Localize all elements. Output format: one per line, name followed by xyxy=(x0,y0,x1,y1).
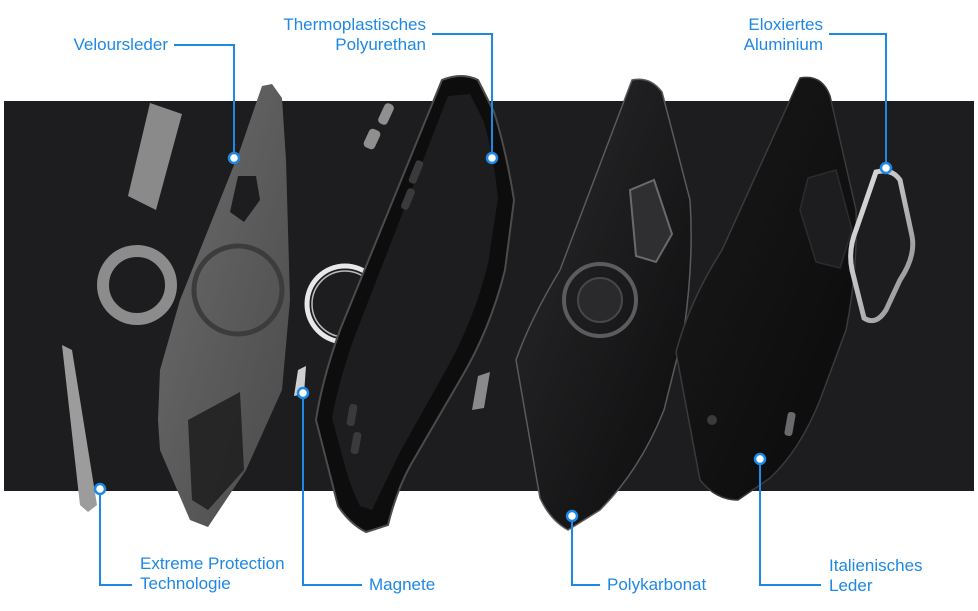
leather-side-button xyxy=(784,411,796,437)
tpu-bumper-opening xyxy=(332,94,498,510)
label-polykarbonat-text: Polykarbonat xyxy=(607,575,707,594)
callout-dot-leder xyxy=(753,452,767,466)
callout-line-aluminium xyxy=(829,33,887,168)
label-magnete-text: Magnete xyxy=(369,575,436,594)
label-tpu: Thermoplastisches Polyurethan xyxy=(250,15,426,55)
leather-camera-cutout xyxy=(799,169,853,269)
aluminium-camera-ring xyxy=(848,168,916,324)
callout-line-magnete xyxy=(302,393,362,586)
bumper-button-cutout-1 xyxy=(408,160,424,184)
callout-dot-extreme xyxy=(93,482,107,496)
grey-magnet-ring xyxy=(97,245,177,325)
callout-line-extreme xyxy=(99,489,132,586)
label-aluminium-line1: Eloxiertes xyxy=(748,15,823,34)
label-extreme-line1: Extreme Protection xyxy=(140,554,285,573)
label-aluminium-line2: Aluminium xyxy=(743,35,823,54)
polycarbonate-magnet-ring xyxy=(562,262,638,338)
callout-lines xyxy=(99,33,887,586)
callout-dot-magnete xyxy=(296,386,310,400)
callout-line-veloursleder xyxy=(174,44,235,158)
suede-liner-cutout xyxy=(230,176,260,222)
callout-dots xyxy=(93,151,893,523)
suede-plate-small xyxy=(128,103,182,210)
bumper-button-1 xyxy=(378,103,394,125)
suede-liner-magnet-ring xyxy=(191,243,285,337)
bumper-button-cutout-4 xyxy=(350,431,362,455)
bumper-button-2 xyxy=(363,128,381,150)
label-tpu-line2: Polyurethan xyxy=(335,35,426,54)
suede-liner-lower-cutout xyxy=(188,392,244,510)
label-veloursleder: Veloursleder xyxy=(50,35,168,55)
label-leder-line1: Italienisches xyxy=(829,556,923,575)
label-extreme-protection: Extreme Protection Technologie xyxy=(140,554,310,594)
bumper-button-cutout-3 xyxy=(346,403,358,427)
callout-dot-tpu xyxy=(485,151,499,165)
label-italienisches-leder: Italienisches Leder xyxy=(829,556,949,596)
polycarbonate-magnet-ring-inner xyxy=(577,277,623,323)
side-button-piece xyxy=(472,372,490,410)
label-tpu-line1: Thermoplastisches xyxy=(283,15,426,34)
callout-dot-polykarbonat xyxy=(565,509,579,523)
polycarbonate-camera-cutout xyxy=(628,178,674,264)
label-extreme-line2: Technologie xyxy=(140,574,231,593)
label-aluminium: Eloxiertes Aluminium xyxy=(700,15,823,55)
leather-emblem xyxy=(707,415,717,425)
callout-dot-veloursleder xyxy=(227,151,241,165)
callout-line-polykarbonat xyxy=(571,516,600,586)
callout-line-leder xyxy=(759,459,821,586)
callout-line-tpu xyxy=(432,33,493,158)
label-polykarbonat: Polykarbonat xyxy=(607,575,727,595)
callout-dot-aluminium xyxy=(879,161,893,175)
label-veloursleder-text: Veloursleder xyxy=(73,35,168,54)
bumper-button-cutout-2 xyxy=(401,188,415,210)
label-leder-line2: Leder xyxy=(829,576,873,595)
label-magnete: Magnete xyxy=(369,575,459,595)
extreme-protection-strip xyxy=(62,345,97,512)
